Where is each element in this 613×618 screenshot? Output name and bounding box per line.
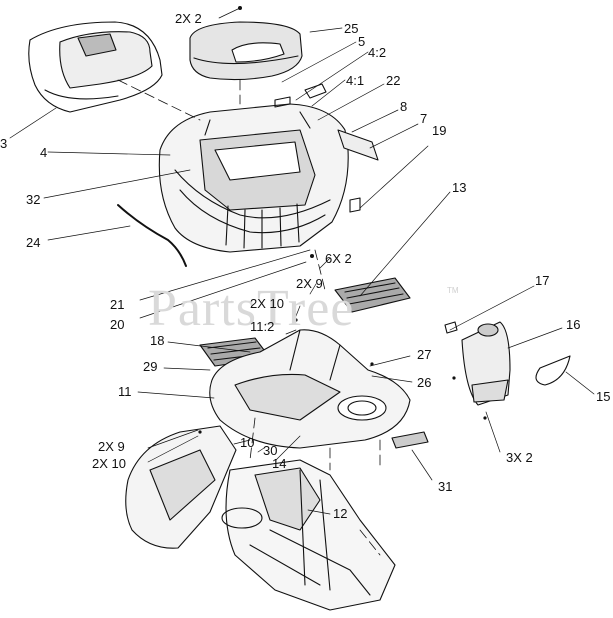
callout-label: 22 <box>386 73 401 88</box>
callout-label: 24 <box>26 235 41 250</box>
callout-label: 3 <box>0 136 8 151</box>
callout-label: 3X 2 <box>506 450 533 465</box>
seat-part <box>189 21 303 81</box>
callout-label: 21 <box>110 297 125 312</box>
callout-label: 12 <box>333 506 348 521</box>
partstree-watermark: PartsTree <box>148 280 355 337</box>
callout-label: 2X 2 <box>175 11 202 26</box>
callout-label: 2X 10 <box>92 456 126 471</box>
small-brackets <box>274 83 379 213</box>
side-panel-part <box>444 321 571 406</box>
callout-label: 2X 10 <box>250 296 284 311</box>
callout-label: 5 <box>358 34 366 49</box>
callout-label: 30 <box>263 443 278 458</box>
callout-label: 6X 2 <box>325 251 352 266</box>
callout-label: 31 <box>438 479 453 494</box>
callout-label: 25 <box>344 21 359 36</box>
rear-body-part <box>158 103 349 253</box>
callout-label: 10 <box>240 435 255 450</box>
callout-label: 19 <box>432 123 447 138</box>
callout-label: 11:2 <box>250 319 275 334</box>
callout-label: 8 <box>400 99 408 114</box>
callout-label: 32 <box>26 192 41 207</box>
callout-label: 17 <box>535 273 550 288</box>
callout-label: 26 <box>417 375 432 390</box>
frame-part <box>221 459 396 611</box>
callout-label: 14 <box>272 456 287 471</box>
callout-label: 11 <box>118 384 132 399</box>
watermark-trademark: TM <box>447 286 459 295</box>
callout-label: 13 <box>452 180 467 195</box>
fender-part <box>125 425 237 549</box>
callout-label: 27 <box>417 347 432 362</box>
foot-mat-right <box>334 277 411 313</box>
callout-label: 7 <box>420 111 428 126</box>
callout-label: 18 <box>150 333 165 348</box>
callout-label: 15 <box>596 389 611 404</box>
callout-label: 2X 9 <box>296 276 323 291</box>
strap-part <box>117 204 187 267</box>
callout-label: 4 <box>40 145 48 160</box>
callout-label: 20 <box>110 317 125 332</box>
footrest-body-part <box>209 329 411 449</box>
callout-label: 29 <box>143 359 158 374</box>
decal-plate <box>391 431 429 449</box>
seat-cover-part <box>28 21 163 113</box>
callout-label: 16 <box>566 317 581 332</box>
callout-label: 2X 9 <box>98 439 125 454</box>
callout-label: 4:1 <box>346 73 365 88</box>
callout-label: 4:2 <box>368 45 387 60</box>
